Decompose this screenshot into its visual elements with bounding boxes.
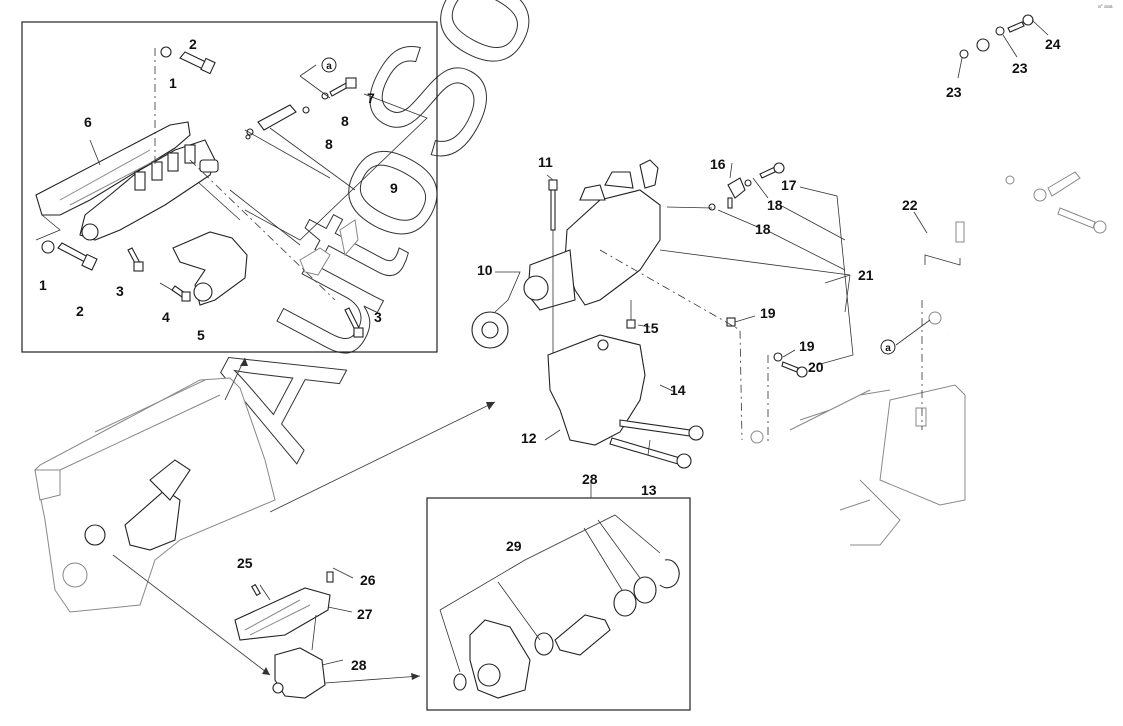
bolt-24 bbox=[1007, 21, 1025, 33]
bearing-a bbox=[613, 589, 637, 617]
rail-detail bbox=[59, 149, 161, 206]
arrow-to-pump bbox=[269, 401, 496, 513]
bolt-11 bbox=[550, 189, 556, 231]
pump-body bbox=[564, 189, 661, 306]
callout-21: 21 bbox=[858, 267, 874, 283]
callout-24: 24 bbox=[1045, 36, 1061, 52]
callout-7: 7 bbox=[367, 90, 375, 106]
callout-8-top: 8 bbox=[341, 113, 349, 129]
inset-frame-bottom bbox=[426, 497, 691, 711]
callout-20: 20 bbox=[808, 359, 824, 375]
corner-mark: a° aaa bbox=[1098, 4, 1113, 10]
reference-marker-a-inset bbox=[321, 57, 337, 73]
callout-16: 16 bbox=[710, 156, 726, 172]
callout-2-bottom: 2 bbox=[76, 303, 84, 319]
bolt-2-bottom bbox=[57, 242, 89, 263]
callout-19-bottom: 19 bbox=[799, 338, 815, 354]
callout-13: 13 bbox=[641, 482, 657, 498]
cover-27 bbox=[234, 587, 331, 641]
callout-6: 6 bbox=[84, 114, 92, 130]
engine-block bbox=[34, 377, 276, 613]
callout-1-bottom: 1 bbox=[39, 277, 47, 293]
washer-23b bbox=[995, 26, 1005, 36]
callout-17: 17 bbox=[781, 177, 797, 193]
callout-22: 22 bbox=[902, 197, 918, 213]
washer-19b bbox=[773, 352, 783, 362]
washer-23a bbox=[959, 49, 969, 59]
engine-overview bbox=[34, 357, 496, 676]
inset-injector-rail: a bbox=[21, 21, 438, 353]
bolt-11-head bbox=[548, 179, 558, 191]
fuel-pipe-assembly: a bbox=[789, 14, 1107, 546]
banjo-fitting-top bbox=[976, 38, 990, 52]
pump-housing-29 bbox=[469, 619, 531, 699]
callout-26: 26 bbox=[360, 572, 376, 588]
plug-26 bbox=[326, 571, 334, 583]
bolt-14 bbox=[619, 419, 691, 437]
bearing-b bbox=[633, 576, 657, 604]
inset-water-pump bbox=[426, 482, 691, 711]
callout-23-right: 23 bbox=[1012, 60, 1028, 76]
washer-18b bbox=[708, 203, 716, 211]
callout-28-inset: 28 bbox=[582, 471, 598, 487]
bracket-5 bbox=[172, 231, 248, 306]
callout-3-left: 3 bbox=[116, 283, 124, 299]
bolt-20 bbox=[781, 361, 799, 373]
bolt-13 bbox=[609, 437, 681, 465]
washer-8a bbox=[321, 92, 329, 100]
callout-27: 27 bbox=[357, 606, 373, 622]
callout-14: 14 bbox=[670, 382, 686, 398]
fuel-pipe-22 bbox=[899, 47, 1043, 336]
callout-19-top: 19 bbox=[760, 305, 776, 321]
callout-10: 10 bbox=[477, 262, 493, 278]
callout-4: 4 bbox=[162, 309, 170, 325]
mounting-bracket bbox=[879, 384, 966, 506]
callout-29: 29 bbox=[506, 538, 522, 554]
callout-11: 11 bbox=[538, 154, 553, 170]
ghost-clamp bbox=[299, 219, 359, 276]
callout-18-top: 18 bbox=[767, 197, 783, 213]
nut-15 bbox=[626, 319, 636, 329]
injection-pump-assembly bbox=[471, 159, 854, 469]
snap-ring bbox=[659, 559, 680, 589]
washer-18a bbox=[744, 179, 752, 187]
pump-fittings bbox=[579, 159, 659, 201]
reference-marker-a-text: a bbox=[885, 343, 891, 354]
inset-frame bbox=[21, 21, 438, 353]
bolt-25 bbox=[251, 583, 261, 597]
callout-9: 9 bbox=[390, 180, 398, 196]
callout-2-top: 2 bbox=[189, 36, 197, 52]
nut-1-bottom bbox=[41, 240, 55, 254]
nut-1-top bbox=[160, 46, 172, 58]
callout-1-top: 1 bbox=[169, 75, 177, 91]
injector-nozzles bbox=[134, 144, 219, 191]
washer-8b bbox=[302, 106, 310, 114]
callout-labels: 2 1 1 2 3 3 4 5 6 7 8 8 9 10 11 12 13 14… bbox=[39, 36, 1061, 673]
bearing-small bbox=[534, 632, 554, 656]
engine-pulley bbox=[84, 524, 106, 546]
solenoid bbox=[257, 104, 297, 131]
reference-marker-a-inset-text: a bbox=[326, 61, 332, 72]
callout-15: 15 bbox=[643, 320, 659, 336]
callout-3-right: 3 bbox=[374, 309, 382, 325]
callout-5: 5 bbox=[197, 327, 205, 343]
gear-cover-assembly bbox=[234, 567, 421, 699]
callout-18-bottom: 18 bbox=[755, 221, 771, 237]
shaft bbox=[554, 614, 611, 656]
callout-12: 12 bbox=[521, 430, 537, 446]
bracket-12 bbox=[547, 334, 646, 446]
banjo-16 bbox=[727, 177, 746, 199]
callout-8-bottom: 8 bbox=[325, 136, 333, 152]
arrow-to-housing bbox=[112, 554, 271, 676]
callout-28-small: 28 bbox=[351, 657, 367, 673]
seal bbox=[453, 673, 467, 691]
rail-end bbox=[81, 223, 99, 241]
callout-23-left: 23 bbox=[946, 84, 962, 100]
callout-25: 25 bbox=[237, 555, 253, 571]
reference-marker-a bbox=[880, 339, 896, 355]
